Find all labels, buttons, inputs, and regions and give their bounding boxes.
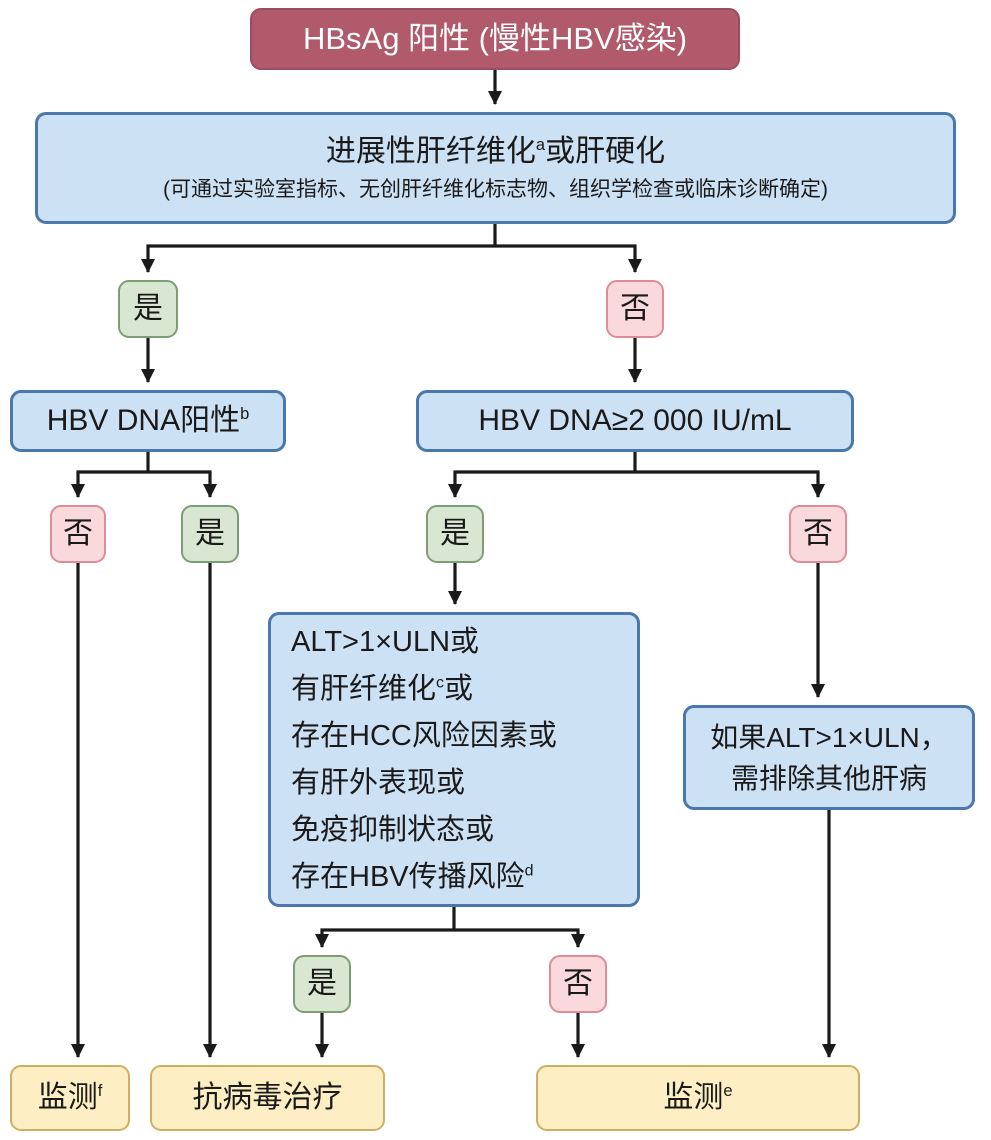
node-hbv-dna-2000-label: HBV DNA≥2 000 IU/mL [478, 404, 792, 438]
node-yes-fibrosis: 是 [118, 280, 178, 338]
criteria-line-3: 存在HCC风险因素或 [291, 719, 557, 752]
node-no-dna-positive: 否 [50, 505, 106, 563]
node-hbv-dna-2000: HBV DNA≥2 000 IU/mL [416, 390, 854, 452]
hbv-dna-positive-footnote-b: b [240, 405, 250, 424]
node-yes-dna-positive-label: 是 [195, 517, 225, 551]
node-no-criteria: 否 [549, 955, 607, 1013]
criteria-line-4: 有肝外表现或 [291, 766, 466, 799]
monitor-footnote-f: f [97, 1082, 103, 1101]
node-monitor-f-label: 监测f [38, 1079, 103, 1117]
node-yes-dna-2000: 是 [426, 505, 484, 563]
alt-exclude-line-1: 如果ALT>1×ULN， [710, 721, 948, 753]
node-no-criteria-label: 否 [563, 967, 593, 1001]
node-hbv-dna-positive: HBV DNA阳性b [10, 390, 286, 452]
fibrosis-title-pre: 进展性肝纤维化 [325, 135, 536, 169]
node-monitor-f: 监测f [10, 1065, 130, 1131]
node-hbsag-positive-label: HBsAg 阳性 (慢性HBV感染) [302, 20, 688, 56]
node-fibrosis-title: 进展性肝纤维化a或肝硬化 [326, 133, 665, 171]
monitor-footnote-e: e [723, 1082, 733, 1101]
hbv-dna-positive-text: HBV DNA阳性 [46, 404, 241, 438]
criteria-line-2-suffix: 或 [443, 672, 473, 705]
criteria-line-2-text: 有肝纤维化 [291, 672, 437, 705]
node-yes-dna-positive: 是 [181, 505, 239, 563]
criteria-line-6: 存在HBV传播风险d [291, 854, 534, 901]
fibrosis-title-post: 或肝硬化 [545, 135, 666, 169]
criteria-line-5: 免疫抑制状态或 [291, 813, 495, 846]
node-no-dna-positive-label: 否 [63, 517, 93, 551]
node-monitor-e: 监测e [536, 1065, 860, 1131]
node-antiviral-treatment-label: 抗病毒治疗 [192, 1081, 343, 1115]
node-no-fibrosis-label: 否 [620, 292, 650, 326]
node-fibrosis-cirrhosis: 进展性肝纤维化a或肝硬化 (可通过实验室指标、无创肝纤维化标志物、组织学检查或临… [35, 112, 956, 224]
alt-exclude-line-2: 需排除其他肝病 [730, 762, 927, 794]
node-yes-fibrosis-label: 是 [133, 292, 163, 326]
node-yes-criteria: 是 [293, 955, 351, 1013]
fibrosis-footnote-a: a [535, 136, 546, 155]
node-monitor-e-label: 监测e [663, 1079, 732, 1117]
node-no-fibrosis: 否 [606, 280, 664, 338]
node-antiviral-treatment: 抗病毒治疗 [150, 1065, 385, 1131]
node-yes-criteria-label: 是 [307, 967, 337, 1001]
criteria-footnote-d: d [524, 861, 534, 879]
node-alt-exclude-other: 如果ALT>1×ULN， 需排除其他肝病 [683, 705, 975, 810]
node-hbsag-positive: HBsAg 阳性 (慢性HBV感染) [250, 8, 740, 70]
node-no-dna-2000: 否 [789, 505, 847, 563]
node-hbv-dna-positive-label: HBV DNA阳性b [47, 402, 250, 440]
criteria-footnote-c: c [436, 673, 444, 691]
criteria-line-6-text: 存在HBV传播风险 [291, 860, 525, 893]
monitor-f-text: 监测 [37, 1081, 98, 1115]
node-yes-dna-2000-label: 是 [440, 517, 470, 551]
node-no-dna-2000-label: 否 [803, 517, 833, 551]
monitor-e-text: 监测 [663, 1081, 724, 1115]
node-treatment-criteria: ALT>1×ULN或 有肝纤维化c或 存在HCC风险因素或 有肝外表现或 免疫抑… [268, 612, 640, 907]
criteria-line-2: 有肝纤维化c或 [291, 666, 473, 713]
node-fibrosis-subtitle: (可通过实验室指标、无创肝纤维化标志物、组织学检查或临床诊断确定) [163, 177, 828, 201]
criteria-line-1: ALT>1×ULN或 [291, 625, 480, 658]
